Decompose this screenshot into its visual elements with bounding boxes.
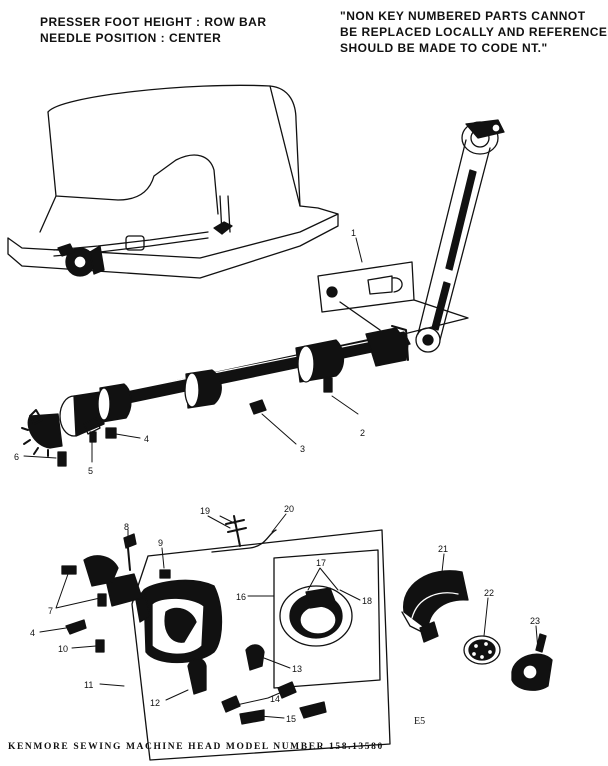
callout-3: 3 — [300, 444, 305, 454]
leader-lines-lower — [39, 513, 539, 719]
callout-12: 12 — [150, 698, 160, 708]
callout-6: 6 — [14, 452, 19, 462]
callout-18: 18 — [362, 596, 372, 606]
callout-15: 15 — [286, 714, 296, 724]
bobbin-22 — [463, 635, 501, 665]
callout-numbers: 1 2 3 4 5 6 8 9 7 4 10 11 12 13 14 15 16… — [14, 228, 540, 724]
callout-4-upper: 4 — [144, 434, 149, 444]
callout-8: 8 — [124, 522, 129, 532]
callout-1: 1 — [351, 228, 356, 238]
machine-head-outline — [7, 84, 339, 279]
callout-9: 9 — [158, 538, 163, 548]
machine-hook-assembly — [57, 243, 105, 277]
connecting-rod — [415, 119, 505, 353]
callout-13: 13 — [292, 664, 302, 674]
bracket-plate — [317, 261, 469, 341]
figure-code: E5 — [414, 716, 426, 727]
header-right-note: "NON KEY NUMBERED PARTS CANNOT BE REPLAC… — [340, 8, 607, 56]
needle-position-text: NEEDLE POSITION : CENTER — [40, 31, 222, 45]
callout-10: 10 — [58, 644, 68, 654]
hook-bracket — [83, 555, 223, 664]
header-left: PRESSER FOOT HEIGHT : ROW BAR NEEDLE POS… — [40, 14, 267, 46]
bobbin-case-21 — [401, 570, 469, 643]
leader-lines-upper — [23, 237, 363, 463]
note-line-1: "NON KEY NUMBERED PARTS CANNOT — [340, 9, 586, 23]
callout-20: 20 — [284, 504, 294, 514]
callout-2: 2 — [360, 428, 365, 438]
bobbin-case-23 — [511, 633, 553, 691]
main-shaft — [21, 325, 411, 457]
model-number-footer: KENMORE SEWING MACHINE HEAD MODEL NUMBER… — [8, 742, 384, 752]
callout-17: 17 — [316, 558, 326, 568]
callout-7: 7 — [48, 606, 53, 616]
note-line-2: BE REPLACED LOCALLY AND REFERENCE — [340, 25, 608, 39]
hook-retainer-ring — [279, 585, 353, 647]
callout-23: 23 — [530, 616, 540, 626]
callout-5: 5 — [88, 466, 93, 476]
callout-4-lower: 4 — [30, 628, 35, 638]
callout-22: 22 — [484, 588, 494, 598]
shaft-screws — [57, 377, 333, 467]
note-line-3: SHOULD BE MADE TO CODE NT." — [340, 41, 548, 55]
callout-16: 16 — [236, 592, 246, 602]
callout-11: 11 — [84, 680, 93, 690]
presser-foot-height-text: PRESSER FOOT HEIGHT : ROW BAR — [40, 15, 267, 29]
callout-21: 21 — [438, 544, 448, 554]
callout-14: 14 — [270, 694, 280, 704]
callout-19: 19 — [200, 506, 210, 516]
